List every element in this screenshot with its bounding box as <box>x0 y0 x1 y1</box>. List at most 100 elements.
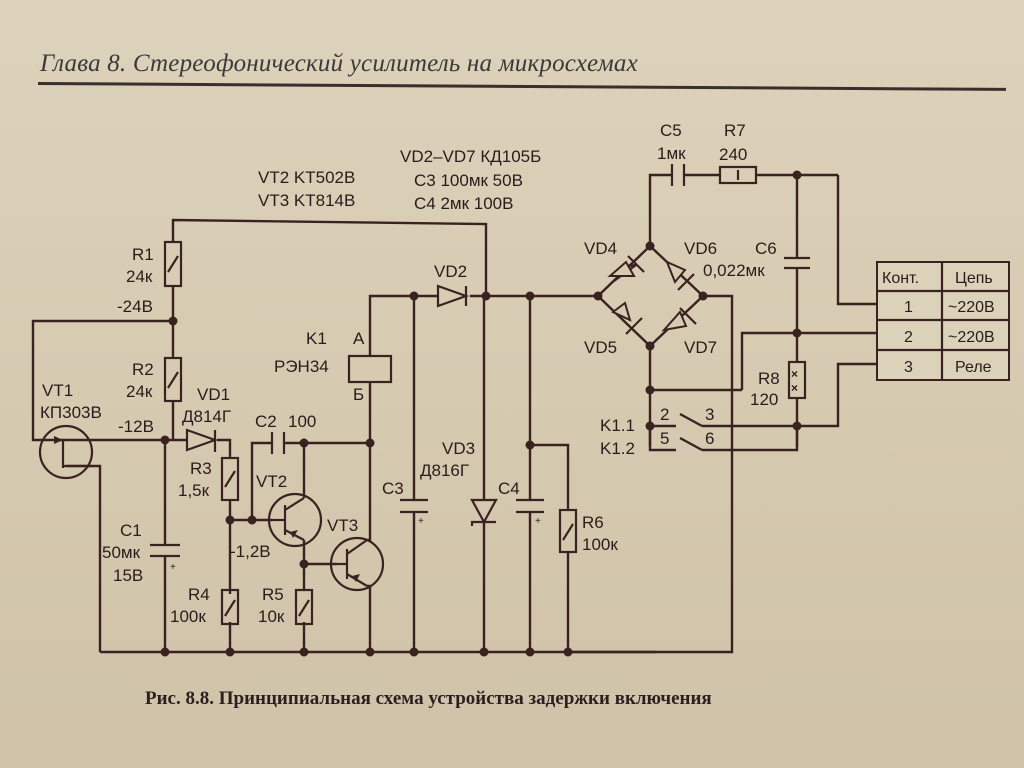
svg-text:R6: R6 <box>582 513 604 532</box>
resistor-r7: R7 240 <box>718 121 758 185</box>
svg-text:5: 5 <box>660 429 669 448</box>
diode-vd5 <box>611 301 643 335</box>
chapter-header: Глава 8. Стереофонический усилитель на м… <box>40 50 638 77</box>
svg-text:120: 120 <box>750 390 778 409</box>
svg-text:+: + <box>170 562 176 573</box>
voltage-label-12v: -12В <box>118 417 154 436</box>
table-row-2-cont: 2 <box>904 329 913 346</box>
svg-text:24к: 24к <box>126 382 153 401</box>
table-header-circuit: Цепь <box>955 270 993 287</box>
resistor-r8: × × R8 120 <box>750 360 807 409</box>
diode-vd3: VD3 Д816Г <box>420 439 498 526</box>
transistor-vt1: VT1 КП303В <box>38 381 102 480</box>
svg-text:VT3: VT3 <box>327 516 358 535</box>
note-c4: C4 2мк 100В <box>414 194 513 213</box>
resistor-r1: R1 24к <box>126 240 183 288</box>
connector-table: Конт. Цепь 1 ~220В 2 ~220В 3 Реле <box>876 261 1010 381</box>
svg-text:C4: C4 <box>498 479 520 498</box>
svg-text:VD6: VD6 <box>684 239 717 258</box>
capacitor-c4: + C4 <box>498 479 544 527</box>
svg-text:C5: C5 <box>660 121 682 140</box>
relay-contact-k1-2: K1.2 5 6 <box>600 429 714 458</box>
svg-text:R1: R1 <box>132 245 154 264</box>
svg-text:0,022мк: 0,022мк <box>703 261 765 280</box>
voltage-label-24v: -24В <box>117 297 153 316</box>
transistor-vt2: VT2 <box>256 472 323 548</box>
svg-text:VD2: VD2 <box>434 262 467 281</box>
voltage-label-1-2v: -1,2В <box>230 542 271 561</box>
svg-text:VD7: VD7 <box>684 338 717 357</box>
svg-text:+: + <box>418 516 424 527</box>
capacitor-c1: + C1 50мк 15В <box>102 521 180 585</box>
resistor-r4: R4 100к <box>170 585 240 626</box>
diode-vd2: VD2 <box>434 262 470 308</box>
table-header-cont: Конт. <box>882 270 919 287</box>
figure-caption: Рис. 8.8. Принципиальная схема устройств… <box>145 688 712 709</box>
table-row-1-cont: 1 <box>904 299 913 316</box>
svg-text:VD1: VD1 <box>197 385 230 404</box>
svg-text:VD5: VD5 <box>584 338 617 357</box>
svg-text:240: 240 <box>719 145 747 164</box>
svg-text:100к: 100к <box>582 535 618 554</box>
resistor-r2: R2 24к <box>126 356 183 403</box>
svg-text:15В: 15В <box>113 566 143 585</box>
svg-text:R7: R7 <box>724 121 746 140</box>
svg-text:R5: R5 <box>262 585 284 604</box>
diode-vd4 <box>607 255 645 277</box>
svg-text:C2: C2 <box>255 412 277 431</box>
svg-text:K1.2: K1.2 <box>600 439 635 458</box>
table-row-1-circuit: ~220В <box>948 299 995 316</box>
svg-text:1мк: 1мк <box>657 144 686 163</box>
svg-text:100: 100 <box>288 412 316 431</box>
capacitor-c5: C5 1мк <box>657 121 686 186</box>
svg-text:Д816Г: Д816Г <box>420 461 469 480</box>
table-row-2-circuit: ~220В <box>948 329 995 346</box>
capacitor-c6: C6 0,022мк <box>703 239 810 280</box>
svg-text:R2: R2 <box>132 360 154 379</box>
table-row-3-circuit: Реле <box>955 359 992 376</box>
table-row-3-cont: 3 <box>904 359 913 376</box>
svg-text:50мк: 50мк <box>102 543 141 562</box>
svg-text:K1: K1 <box>306 329 327 348</box>
diode-vd6 <box>665 260 695 291</box>
diode-vd7 <box>661 307 697 332</box>
svg-text:R3: R3 <box>190 459 212 478</box>
transistor-vt3: VT3 <box>327 516 385 592</box>
svg-text:C6: C6 <box>755 239 777 258</box>
svg-text:+: + <box>535 516 541 527</box>
svg-text:РЭН34: РЭН34 <box>274 357 329 376</box>
svg-text:VD3: VD3 <box>442 439 475 458</box>
svg-text:10к: 10к <box>258 607 285 626</box>
diode-bridge: VD4 VD6 VD5 VD7 <box>584 239 717 357</box>
svg-text:VD4: VD4 <box>584 239 617 258</box>
svg-text:C3: C3 <box>382 479 404 498</box>
capacitor-c3: + C3 <box>382 479 428 527</box>
note-c3: C3 100мк 50В <box>414 171 523 190</box>
svg-text:А: А <box>353 329 365 348</box>
svg-text:×: × <box>791 367 798 381</box>
relay-contact-k1-1: K1.1 2 3 <box>600 405 714 435</box>
svg-text:24к: 24к <box>126 267 153 286</box>
svg-text:R4: R4 <box>188 585 210 604</box>
wires <box>31 173 877 654</box>
diode-vd1: VD1 Д814Г <box>182 385 231 452</box>
resistor-r5: R5 10к <box>258 585 314 626</box>
svg-text:6: 6 <box>705 429 714 448</box>
resistor-r3: R3 1,5к <box>178 456 240 502</box>
svg-text:Б: Б <box>353 385 364 404</box>
svg-text:K1.1: K1.1 <box>600 416 635 435</box>
note-vt3: VT3 KT814B <box>258 191 355 210</box>
svg-text:2: 2 <box>660 405 669 424</box>
resistor-r6: R6 100к <box>558 508 618 554</box>
note-vd: VD2–VD7 КД105Б <box>400 147 541 166</box>
svg-text:×: × <box>791 381 798 395</box>
svg-text:КП303В: КП303В <box>40 403 102 422</box>
svg-text:C1: C1 <box>120 521 142 540</box>
svg-text:Д814Г: Д814Г <box>182 407 231 426</box>
svg-text:VT1: VT1 <box>42 381 73 400</box>
svg-text:VT2: VT2 <box>256 472 287 491</box>
note-vt2: VT2 KT502B <box>258 168 355 187</box>
svg-text:100к: 100к <box>170 607 206 626</box>
